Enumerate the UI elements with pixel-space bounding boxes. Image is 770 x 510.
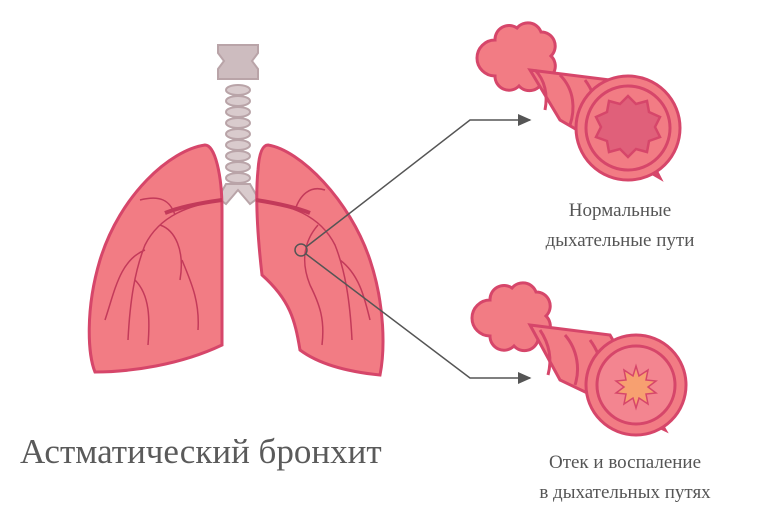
larynx bbox=[217, 44, 259, 80]
arrow-to-normal bbox=[305, 114, 532, 248]
arrow-to-inflamed bbox=[305, 253, 532, 384]
focus-circle bbox=[294, 243, 308, 257]
right-bronchi bbox=[255, 188, 371, 346]
inflamed-airway-illustration bbox=[470, 281, 688, 437]
left-bronchi bbox=[104, 197, 223, 346]
left-lung bbox=[87, 143, 224, 374]
trachea bbox=[216, 44, 260, 206]
inflamed-airway-label: Отек и воспаление в дыхательных путях bbox=[495, 448, 755, 508]
normal-airway-illustration bbox=[475, 21, 682, 182]
inflamed-label-line1: Отек и воспаление bbox=[548, 452, 702, 473]
narrowed-lumen bbox=[614, 363, 658, 411]
open-lumen bbox=[594, 94, 662, 159]
diagram-title: Астматический бронхит bbox=[20, 432, 382, 471]
normal-airway-label: Нормальные дыхательные пути bbox=[490, 196, 750, 256]
normal-label-line2: дыхательные пути bbox=[545, 230, 695, 251]
inflamed-label-line2: в дыхательных путях bbox=[539, 482, 711, 503]
normal-label-line1: Нормальные bbox=[568, 200, 672, 221]
right-lung bbox=[255, 143, 385, 377]
